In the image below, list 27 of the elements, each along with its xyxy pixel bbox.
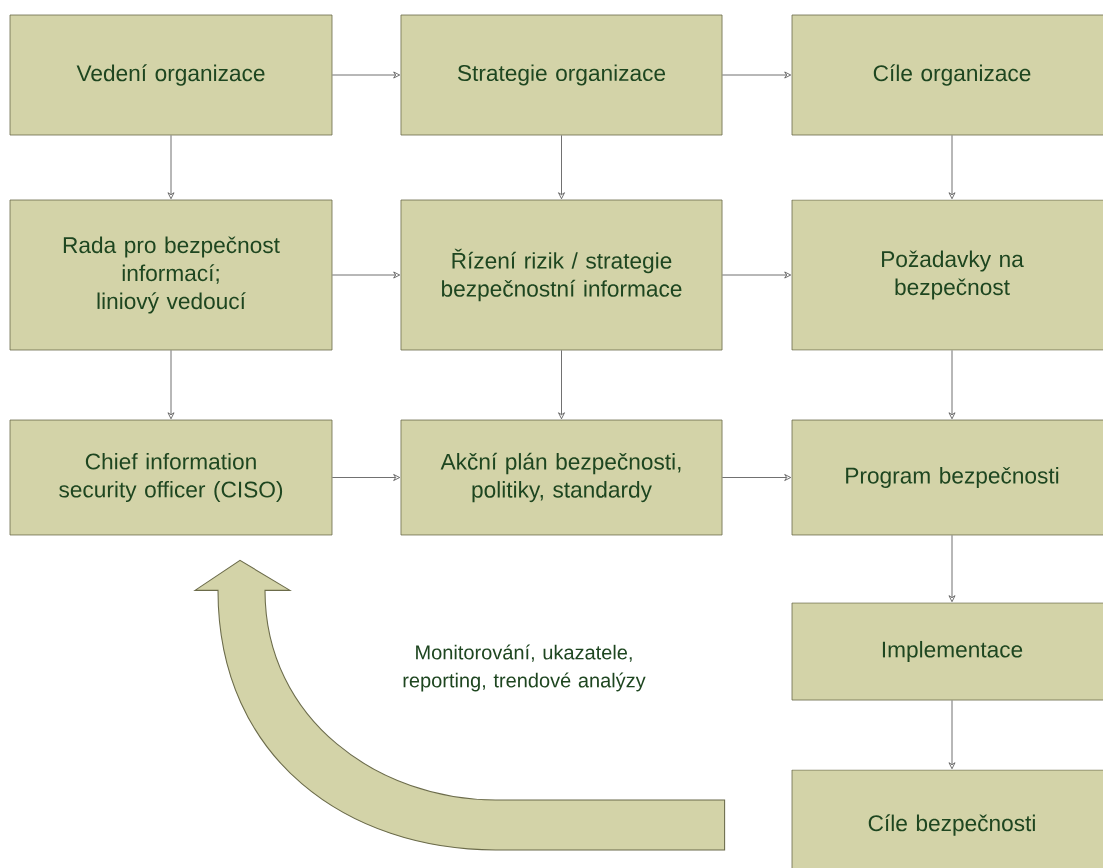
arrow <box>948 350 956 420</box>
arrow <box>167 135 175 200</box>
process-box: Rada pro bezpečnost informací; liniový vedoucí <box>9 199 333 351</box>
process-box: Řízení rizik / strategie bezpečnostní informace <box>400 199 723 351</box>
block-arrow <box>194 559 726 851</box>
edge-label: Monitorování, ukazatele, reporting, trendové analýzy <box>403 644 646 692</box>
arrow <box>722 474 792 481</box>
process-box: Cíle organizace <box>791 14 1103 136</box>
arrow <box>332 474 401 481</box>
process-box: Požadavky na bezpečnost <box>791 199 1103 351</box>
arrow <box>948 135 956 200</box>
process-box: Akční plán bezpečnosti, politiky, standardy <box>400 419 723 536</box>
process-box: Chief information security officer (CISO) <box>9 419 333 536</box>
arrow <box>948 700 956 770</box>
process-box: Strategie organizace <box>400 14 723 136</box>
process-box: Program bezpečnosti <box>791 419 1103 536</box>
arrow <box>558 135 565 200</box>
process-box: Implementace <box>791 602 1103 701</box>
arrow <box>722 271 792 279</box>
arrow <box>558 350 565 420</box>
process-box: Vedení organizace <box>9 14 333 136</box>
arrow <box>167 350 175 420</box>
arrow <box>332 271 401 279</box>
arrow <box>332 71 401 79</box>
arrow <box>948 534 956 603</box>
arrow <box>722 71 792 79</box>
process-box: Cíle bezpečnosti <box>791 769 1103 868</box>
